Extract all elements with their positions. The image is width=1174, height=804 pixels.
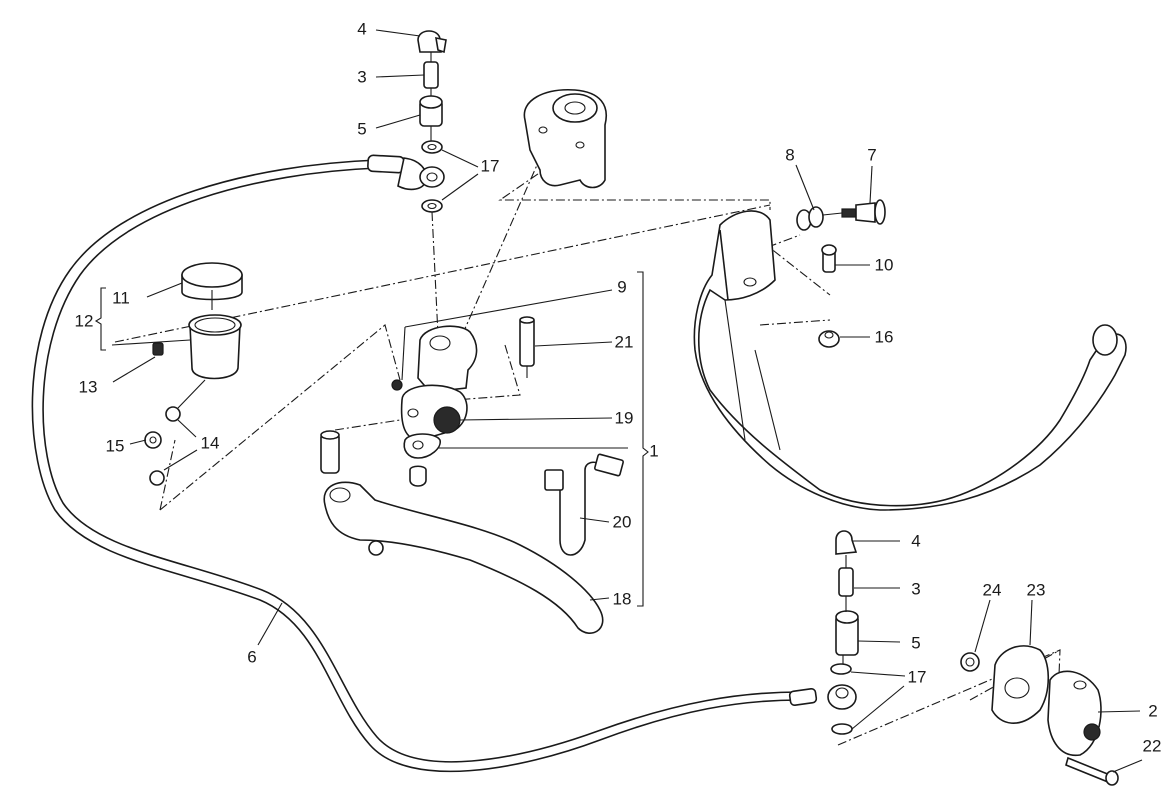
top-fitting-stack [397,30,447,213]
callout-10: 10 [874,255,894,275]
reservoir-group [144,262,243,486]
callout-17-bottom: 17 [907,667,927,687]
callout-8: 8 [785,145,795,165]
callout-3-bottom: 3 [911,579,921,599]
callout-20: 20 [612,512,632,532]
callout-9: 9 [617,277,627,297]
callout-7: 7 [867,145,877,165]
lever-guard [693,210,1127,511]
callout-6: 6 [247,647,257,667]
callout-5-top: 5 [357,119,367,139]
callout-13: 13 [78,377,98,397]
master-cylinder-body [523,89,607,189]
callout-24: 24 [982,580,1002,600]
slave-cylinder-group [960,645,1119,786]
callout-23: 23 [1026,580,1046,600]
callout-2: 2 [1148,701,1158,721]
callout-14-upper: 14 [200,433,220,453]
lever-bracket [391,271,649,607]
callout-4-top: 4 [357,19,367,39]
callout-4-bottom: 4 [911,531,921,551]
callout-16: 16 [874,327,894,347]
callout-18: 18 [612,589,632,609]
pivot-hardware [796,199,886,348]
clutch-switch [544,453,624,556]
callout-21: 21 [614,332,634,352]
callout-1: 1 [649,441,659,461]
clutch-lever [320,430,604,634]
callout-15: 15 [105,436,125,456]
callout-12: 12 [74,311,94,331]
callout-22: 22 [1142,736,1162,756]
leader-lines [94,29,1143,773]
clutch-hose [31,154,818,773]
bottom-fitting-stack [827,530,859,735]
callout-5-bottom: 5 [911,633,921,653]
callout-3-top: 3 [357,67,367,87]
callout-17-top: 17 [480,156,500,176]
callout-11: 11 [112,288,130,308]
callout-19: 19 [614,408,634,428]
construction-lines [114,139,1061,746]
